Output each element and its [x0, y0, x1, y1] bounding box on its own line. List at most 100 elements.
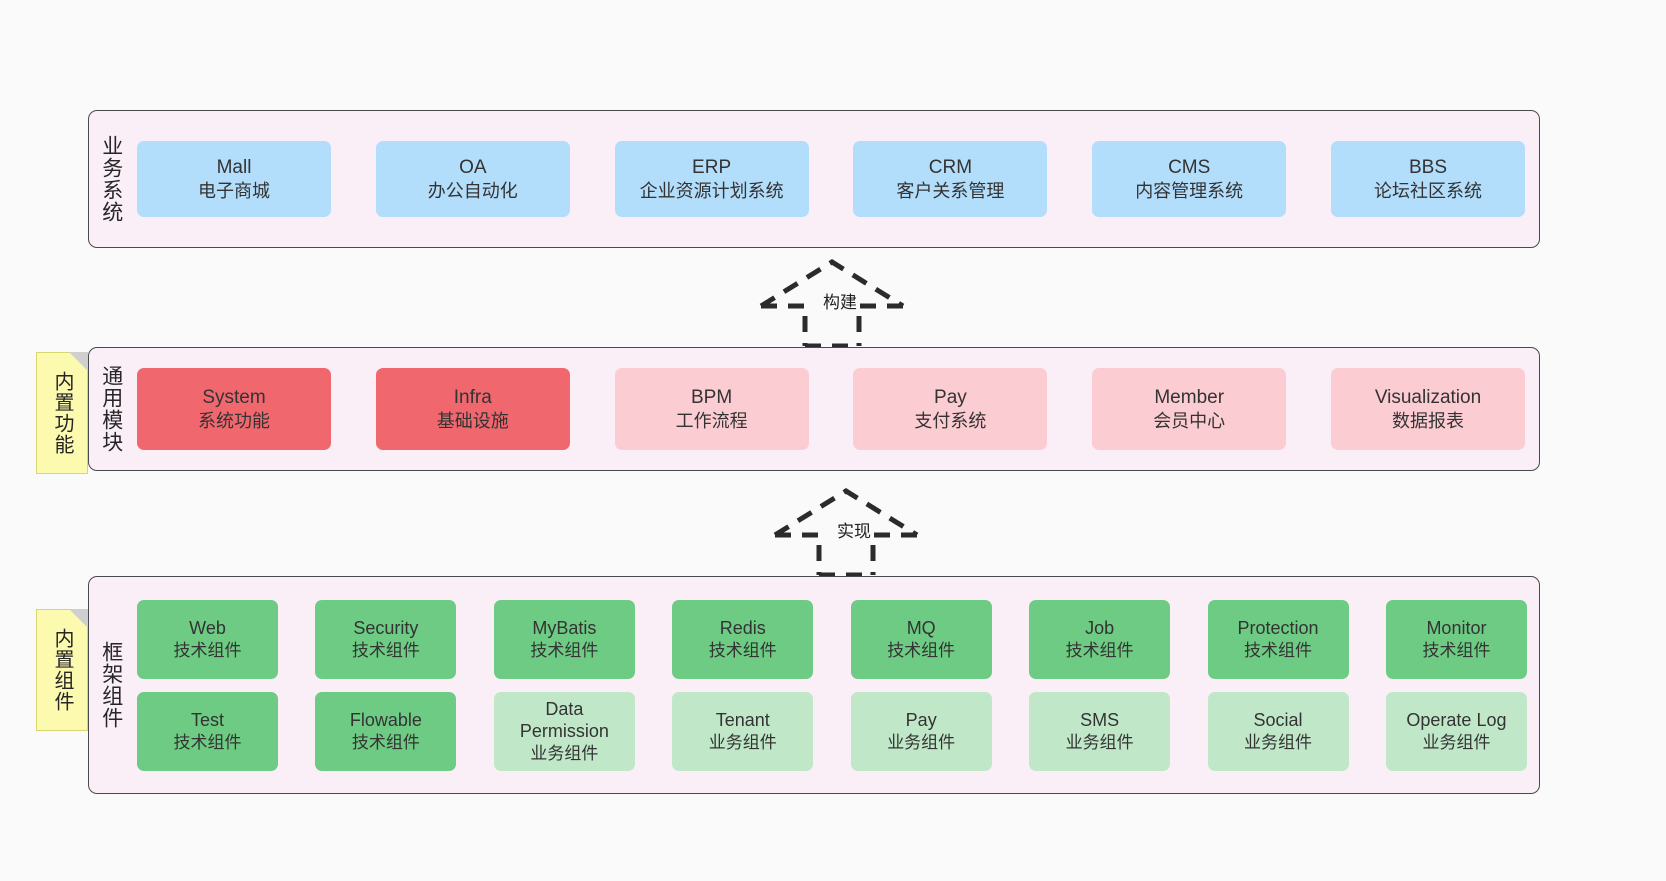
- sticky-fold-corner-icon: [69, 609, 88, 628]
- card-title: Flowable: [349, 709, 422, 730]
- business-card-crm[interactable]: CRM 客户关系管理: [853, 141, 1048, 217]
- layer-framework-components: 框架组件 Web 技术组件 Security 技术组件 MyBatis 技术组件…: [88, 576, 1540, 794]
- card-title: Test: [190, 709, 224, 730]
- layer-common-caption: 通用模块: [99, 365, 123, 453]
- card-title: BPM: [691, 386, 733, 408]
- card-subtitle: 支付系统: [914, 410, 987, 431]
- module-card-visualization[interactable]: Visualization 数据报表: [1330, 368, 1525, 450]
- component-card-social[interactable]: Social 业务组件: [1207, 691, 1349, 771]
- sticky-fold-corner-icon: [69, 352, 88, 371]
- card-subtitle: 会员中心: [1153, 410, 1226, 431]
- card-subtitle: 技术组件: [708, 640, 777, 660]
- card-subtitle: 技术组件: [1244, 640, 1313, 660]
- connector-implement: 实现: [771, 487, 921, 579]
- business-card-mall[interactable]: Mall 电子商城: [137, 141, 331, 217]
- sticky-note-label: 内置功能: [51, 371, 73, 455]
- card-title: Pay: [905, 709, 937, 730]
- layer-business-caption: 业务系统: [99, 135, 123, 223]
- module-card-infra[interactable]: Infra 基础设施: [375, 368, 570, 450]
- arrow-shaft-left: [775, 532, 822, 575]
- layer-framework-body: Web 技术组件 Security 技术组件 MyBatis 技术组件 Redi…: [133, 577, 1539, 793]
- sticky-note-builtin-features: 内置功能: [36, 352, 88, 474]
- layer-framework-caption: 框架组件: [99, 641, 123, 729]
- business-card-cms[interactable]: CMS 内容管理系统: [1092, 141, 1287, 217]
- card-title: Data Permission: [519, 698, 609, 742]
- connector-implement-label: 实现: [835, 517, 873, 542]
- card-subtitle: 技术组件: [530, 640, 599, 660]
- card-subtitle: 论坛社区系统: [1373, 180, 1482, 201]
- arrow-shaft-right: [870, 532, 917, 575]
- card-subtitle: 技术组件: [173, 732, 242, 752]
- card-subtitle: 业务组件: [1065, 732, 1134, 752]
- component-card-protection[interactable]: Protection 技术组件: [1207, 599, 1349, 679]
- arrow-head-outline: [773, 488, 919, 538]
- sticky-note-label: 内置组件: [51, 628, 73, 712]
- component-card-data-permission[interactable]: Data Permission 业务组件: [493, 691, 635, 771]
- layer-business-system: 业务系统 Mall 电子商城 OA 办公自动化 ERP 企业资源计划系统 CRM…: [88, 110, 1540, 248]
- component-card-flowable[interactable]: Flowable 技术组件: [315, 691, 457, 771]
- component-card-mq[interactable]: MQ 技术组件: [850, 599, 992, 679]
- business-card-erp[interactable]: ERP 企业资源计划系统: [614, 141, 809, 217]
- business-card-row: Mall 电子商城 OA 办公自动化 ERP 企业资源计划系统 CRM 客户关系…: [137, 141, 1525, 217]
- common-card-row: System 系统功能 Infra 基础设施 BPM 工作流程 Pay 支付系统…: [137, 368, 1525, 450]
- card-subtitle: 基础设施: [436, 410, 509, 431]
- module-card-system[interactable]: System 系统功能: [137, 368, 331, 450]
- card-title: MyBatis: [532, 617, 597, 638]
- component-card-monitor[interactable]: Monitor 技术组件: [1385, 599, 1527, 679]
- card-title: Infra: [453, 386, 492, 408]
- module-card-bpm[interactable]: BPM 工作流程: [614, 368, 809, 450]
- card-title: Web: [189, 617, 226, 638]
- layer-business-body: Mall 电子商城 OA 办公自动化 ERP 企业资源计划系统 CRM 客户关系…: [133, 111, 1539, 247]
- connector-build-label: 构建: [821, 288, 859, 313]
- module-card-member[interactable]: Member 会员中心: [1092, 368, 1287, 450]
- framework-tech-row: Web 技术组件 Security 技术组件 MyBatis 技术组件 Redi…: [137, 599, 1527, 679]
- framework-business-row: Test 技术组件 Flowable 技术组件 Data Permission …: [137, 691, 1527, 771]
- card-title: Social: [1253, 709, 1303, 730]
- component-card-pay[interactable]: Pay 业务组件: [850, 691, 992, 771]
- component-card-sms[interactable]: SMS 业务组件: [1029, 691, 1171, 771]
- card-title: Redis: [719, 617, 766, 638]
- component-card-security[interactable]: Security 技术组件: [315, 599, 457, 679]
- card-subtitle: 业务组件: [530, 743, 599, 763]
- card-subtitle: 客户关系管理: [896, 180, 1005, 201]
- card-subtitle: 数据报表: [1391, 410, 1464, 431]
- connector-build: 构建: [757, 258, 907, 350]
- component-card-operate-log[interactable]: Operate Log 业务组件: [1385, 691, 1527, 771]
- card-subtitle: 技术组件: [1422, 640, 1491, 660]
- card-subtitle: 技术组件: [887, 640, 956, 660]
- module-card-pay[interactable]: Pay 支付系统: [853, 368, 1048, 450]
- card-title: Monitor: [1426, 617, 1487, 638]
- component-card-tenant[interactable]: Tenant 业务组件: [672, 691, 814, 771]
- component-card-web[interactable]: Web 技术组件: [137, 599, 278, 679]
- card-subtitle: 技术组件: [351, 640, 420, 660]
- business-card-oa[interactable]: OA 办公自动化: [375, 141, 570, 217]
- card-subtitle: 业务组件: [1422, 732, 1491, 752]
- card-title: ERP: [692, 156, 732, 178]
- sticky-note-builtin-components: 内置组件: [36, 609, 88, 731]
- card-subtitle: 企业资源计划系统: [639, 180, 784, 201]
- card-subtitle: 业务组件: [887, 732, 956, 752]
- card-title: OA: [459, 156, 487, 178]
- business-card-bbs[interactable]: BBS 论坛社区系统: [1330, 141, 1525, 217]
- component-card-mybatis[interactable]: MyBatis 技术组件: [493, 599, 635, 679]
- card-subtitle: 业务组件: [1244, 732, 1313, 752]
- arrow-head-outline: [759, 259, 905, 309]
- card-title: CMS: [1168, 156, 1211, 178]
- card-title: Protection: [1237, 617, 1319, 638]
- card-subtitle: 办公自动化: [427, 180, 518, 201]
- arrow-shaft-right: [856, 303, 903, 346]
- layer-common-body: System 系统功能 Infra 基础设施 BPM 工作流程 Pay 支付系统…: [133, 348, 1539, 470]
- card-title: Operate Log: [1406, 709, 1507, 730]
- arrow-shaft-left: [761, 303, 808, 346]
- card-title: Security: [353, 617, 419, 638]
- card-title: SMS: [1080, 709, 1120, 730]
- card-title: Visualization: [1374, 386, 1482, 408]
- component-card-redis[interactable]: Redis 技术组件: [672, 599, 814, 679]
- card-title: System: [202, 386, 266, 408]
- component-card-test[interactable]: Test 技术组件: [137, 691, 278, 771]
- card-title: MQ: [906, 617, 936, 638]
- card-title: BBS: [1408, 156, 1447, 178]
- card-subtitle: 技术组件: [351, 732, 420, 752]
- component-card-job[interactable]: Job 技术组件: [1029, 599, 1171, 679]
